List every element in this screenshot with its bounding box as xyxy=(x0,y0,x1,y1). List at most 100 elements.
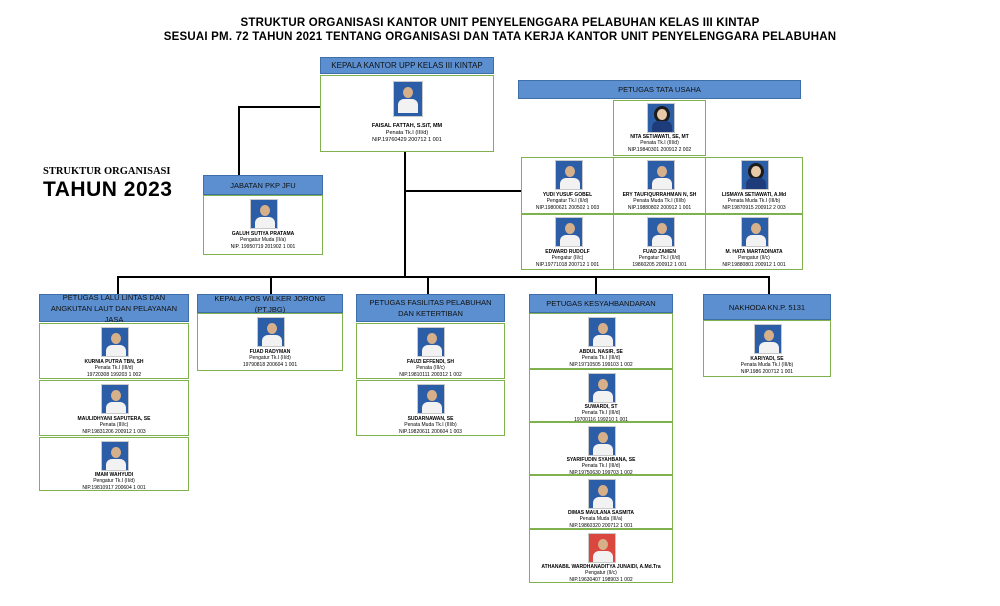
person-photo xyxy=(588,426,616,456)
kesyahbandaran-member-card: SYARIFUDIN SYAHBANA, SE Penata Tk.I (III… xyxy=(529,422,673,476)
person-nip: NIP.19710505 199103 1 002 xyxy=(569,361,633,368)
person-rank: Penata Tk.I (III/d) xyxy=(385,130,429,136)
kesyahbandaran-member-card: DIMAS MAULANA SASMITA Penata Muda (III/a… xyxy=(529,475,673,529)
person-name: IMAM WAHYUDI xyxy=(94,472,134,478)
person-photo xyxy=(101,327,129,357)
lalu-lintas-member-card: KURNIA PUTRA TBN, SH Penata Tk.I (III/d)… xyxy=(39,323,189,379)
person-nip: NIP.19820611 200604 1 003 xyxy=(399,428,462,435)
person-name: LISMAYA SETIAWATI, A.Md xyxy=(721,192,787,198)
person-name: ERY TAUFIQURRAHMAN N, SH xyxy=(622,192,697,198)
connector xyxy=(238,106,240,175)
person-name: SUDARNAWAN, SE xyxy=(407,416,454,422)
jabatan-header: JABATAN PKP JFU xyxy=(203,175,323,195)
person-name: KURNIA PUTRA TBN, SH xyxy=(84,359,144,365)
lalu-lintas-member-card: IMAM WAHYUDI Pengatur Tk.I (II/d) NIP.19… xyxy=(39,437,189,491)
pos-wilker-header: KEPALA POS WILKER JORONG (PT.JBG) xyxy=(197,294,343,314)
person-photo xyxy=(393,81,423,117)
person-rank: Pengatur Tk.I (II/d) xyxy=(546,198,589,205)
person-rank: Pengatur (II/c) xyxy=(585,570,617,577)
connector xyxy=(117,276,119,294)
person-nip: NIP.19760429 200712 1 001 xyxy=(372,137,442,143)
fasilitas-member-card: SUDARNAWAN, SE Penata Muda Tk.I (III/b) … xyxy=(356,380,505,436)
person-rank: Penata (III/c) xyxy=(99,422,129,429)
connector xyxy=(768,276,770,294)
person-rank: Penata Muda (III/a) xyxy=(579,516,623,523)
person-name: FAISAL FATTAH, S.SiT, MM xyxy=(371,123,443,129)
person-photo xyxy=(588,479,616,509)
person-name: EDWARD RUDOLF xyxy=(545,249,590,255)
person-name: FAUZI EFFENDI, SH xyxy=(407,359,454,365)
connector xyxy=(595,276,597,294)
person-name: ATHANABIL WARDHANADITYA JUNAIDI, A.Md.Tr… xyxy=(541,564,661,570)
person-photo xyxy=(741,160,769,190)
person-name: GALUH SUTIYA PRATAMA xyxy=(231,231,295,237)
person-nip: NIP.19880802 200912 1 001 xyxy=(627,204,692,211)
chart-title-line2: SESUAI PM. 72 TAHUN 2021 TENTANG ORGANIS… xyxy=(163,31,837,43)
person-nip: NIP.19771018 200712 1 001 xyxy=(535,261,600,268)
person-rank: Pengatur (II/c) xyxy=(738,255,770,262)
side-year: TAHUN 2023 xyxy=(43,178,173,201)
person-rank: Pengatur Muda (II/a) xyxy=(240,237,286,244)
person-nip: NIP.19810917 200604 1 001 xyxy=(82,484,146,491)
tata-usaha-lead-card: NITA SETIAWATI, SE, MT Penata Tk.I (III/… xyxy=(613,100,706,156)
tata-usaha-member-card: LISMAYA SETIAWATI, A.Md Penata Muda Tk.I… xyxy=(705,157,803,214)
kesyahbandaran-header: PETUGAS KESYAHBANDARAN xyxy=(529,294,673,313)
person-name: NITA SETIAWATI, SE, MT xyxy=(630,134,689,140)
person-name: SUWARDI, ST xyxy=(584,404,618,410)
person-rank: Penata Muda Tk.I (III/b) xyxy=(727,198,781,205)
person-photo xyxy=(754,324,782,354)
connector xyxy=(404,152,406,277)
person-name: KARIYADI, SE xyxy=(750,356,784,362)
person-name: DIMAS MAULANA SASMITA xyxy=(567,510,635,516)
person-photo xyxy=(588,533,616,563)
lalu-lintas-header: PETUGAS LALU LINTAS DAN ANGKUTAN LAUT DA… xyxy=(39,293,189,324)
person-photo xyxy=(555,160,583,190)
person-photo xyxy=(647,160,675,190)
person-rank: Pengatur Tk.I (II/d) xyxy=(249,355,291,362)
person-photo xyxy=(417,327,445,357)
person-rank: Penata Muda Tk.I (III/b) xyxy=(633,198,686,205)
person-nip: NIP.19630407 198903 1 002 xyxy=(569,576,633,583)
person-rank: Penata (III/c) xyxy=(416,365,445,372)
person-name: FUAD ZAMEN xyxy=(642,249,677,255)
connector xyxy=(404,190,521,192)
person-rank: Penata Muda Tk.I (III/b) xyxy=(404,422,457,429)
person-photo xyxy=(647,103,675,133)
fasilitas-header: PETUGAS FASILITAS PELABUHAN DAN KETERTIB… xyxy=(356,294,505,322)
person-rank: Pengatur Tk.I (II/d) xyxy=(638,255,681,262)
person-name: FUAD RADYMAN xyxy=(249,349,291,355)
nakhoda-card: KARIYADI, SE Penata Muda Tk.I (III/b) NI… xyxy=(703,320,831,377)
kesyahbandaran-member-card: SUWARDI, ST Penata Tk.I (III/d) 19700116… xyxy=(529,369,673,423)
person-nip: NIP.19870915 200912 2 003 xyxy=(722,204,786,211)
person-name: SYARIFUDIN SYAHBANA, SE xyxy=(566,457,636,463)
connector xyxy=(238,106,320,108)
connector xyxy=(117,276,770,278)
person-nip: NIP.19880801 200912 1 001 xyxy=(722,261,786,268)
person-nip: NIP.19800621 200502 1 003 xyxy=(535,204,600,211)
connector xyxy=(427,276,429,294)
person-name: YUDI YUSUF GOBEL xyxy=(542,192,593,198)
lalu-lintas-member-card: MAULIDHYANI SAPUTERA, SE Penata (III/c) … xyxy=(39,380,189,436)
connector xyxy=(270,276,272,294)
person-photo xyxy=(588,373,616,403)
person-photo xyxy=(555,217,583,247)
pos-wilker-card: FUAD RADYMAN Pengatur Tk.I (II/d) 197908… xyxy=(197,313,343,371)
person-rank: Pengatur (II/c) xyxy=(551,255,584,262)
person-rank: Penata Tk.I (III/d) xyxy=(581,355,621,362)
person-nip: 19790818 200604 1 001 xyxy=(242,361,298,368)
person-name: ABDUL NASIR, SE xyxy=(579,349,623,355)
kepala-card: FAISAL FATTAH, S.SiT, MM Penata Tk.I (II… xyxy=(320,75,494,152)
person-photo xyxy=(250,199,278,229)
jabatan-card: GALUH SUTIYA PRATAMA Pengatur Muda (II/a… xyxy=(203,195,323,255)
person-rank: Penata Tk.I (III/d) xyxy=(581,463,621,470)
person-nip: NIP.19860320 200712 1 001 xyxy=(569,522,633,529)
kesyahbandaran-member-card: ATHANABIL WARDHANADITYA JUNAIDI, A.Md.Tr… xyxy=(529,529,673,583)
chart-title-line1: STRUKTUR ORGANISASI KANTOR UNIT PENYELEN… xyxy=(240,17,760,29)
person-nip: NIP.19831206 200912 1 003 xyxy=(82,428,146,435)
person-rank: Penata Tk.I (III/d) xyxy=(94,365,134,372)
kepala-header: KEPALA KANTOR UPP KELAS III KINTAP xyxy=(320,57,494,74)
person-nip: 19720308 199203 1 002 xyxy=(86,371,142,378)
person-nip: NIP.19840301 200912 2 002 xyxy=(627,146,692,153)
person-photo xyxy=(588,317,616,347)
person-photo xyxy=(647,217,675,247)
